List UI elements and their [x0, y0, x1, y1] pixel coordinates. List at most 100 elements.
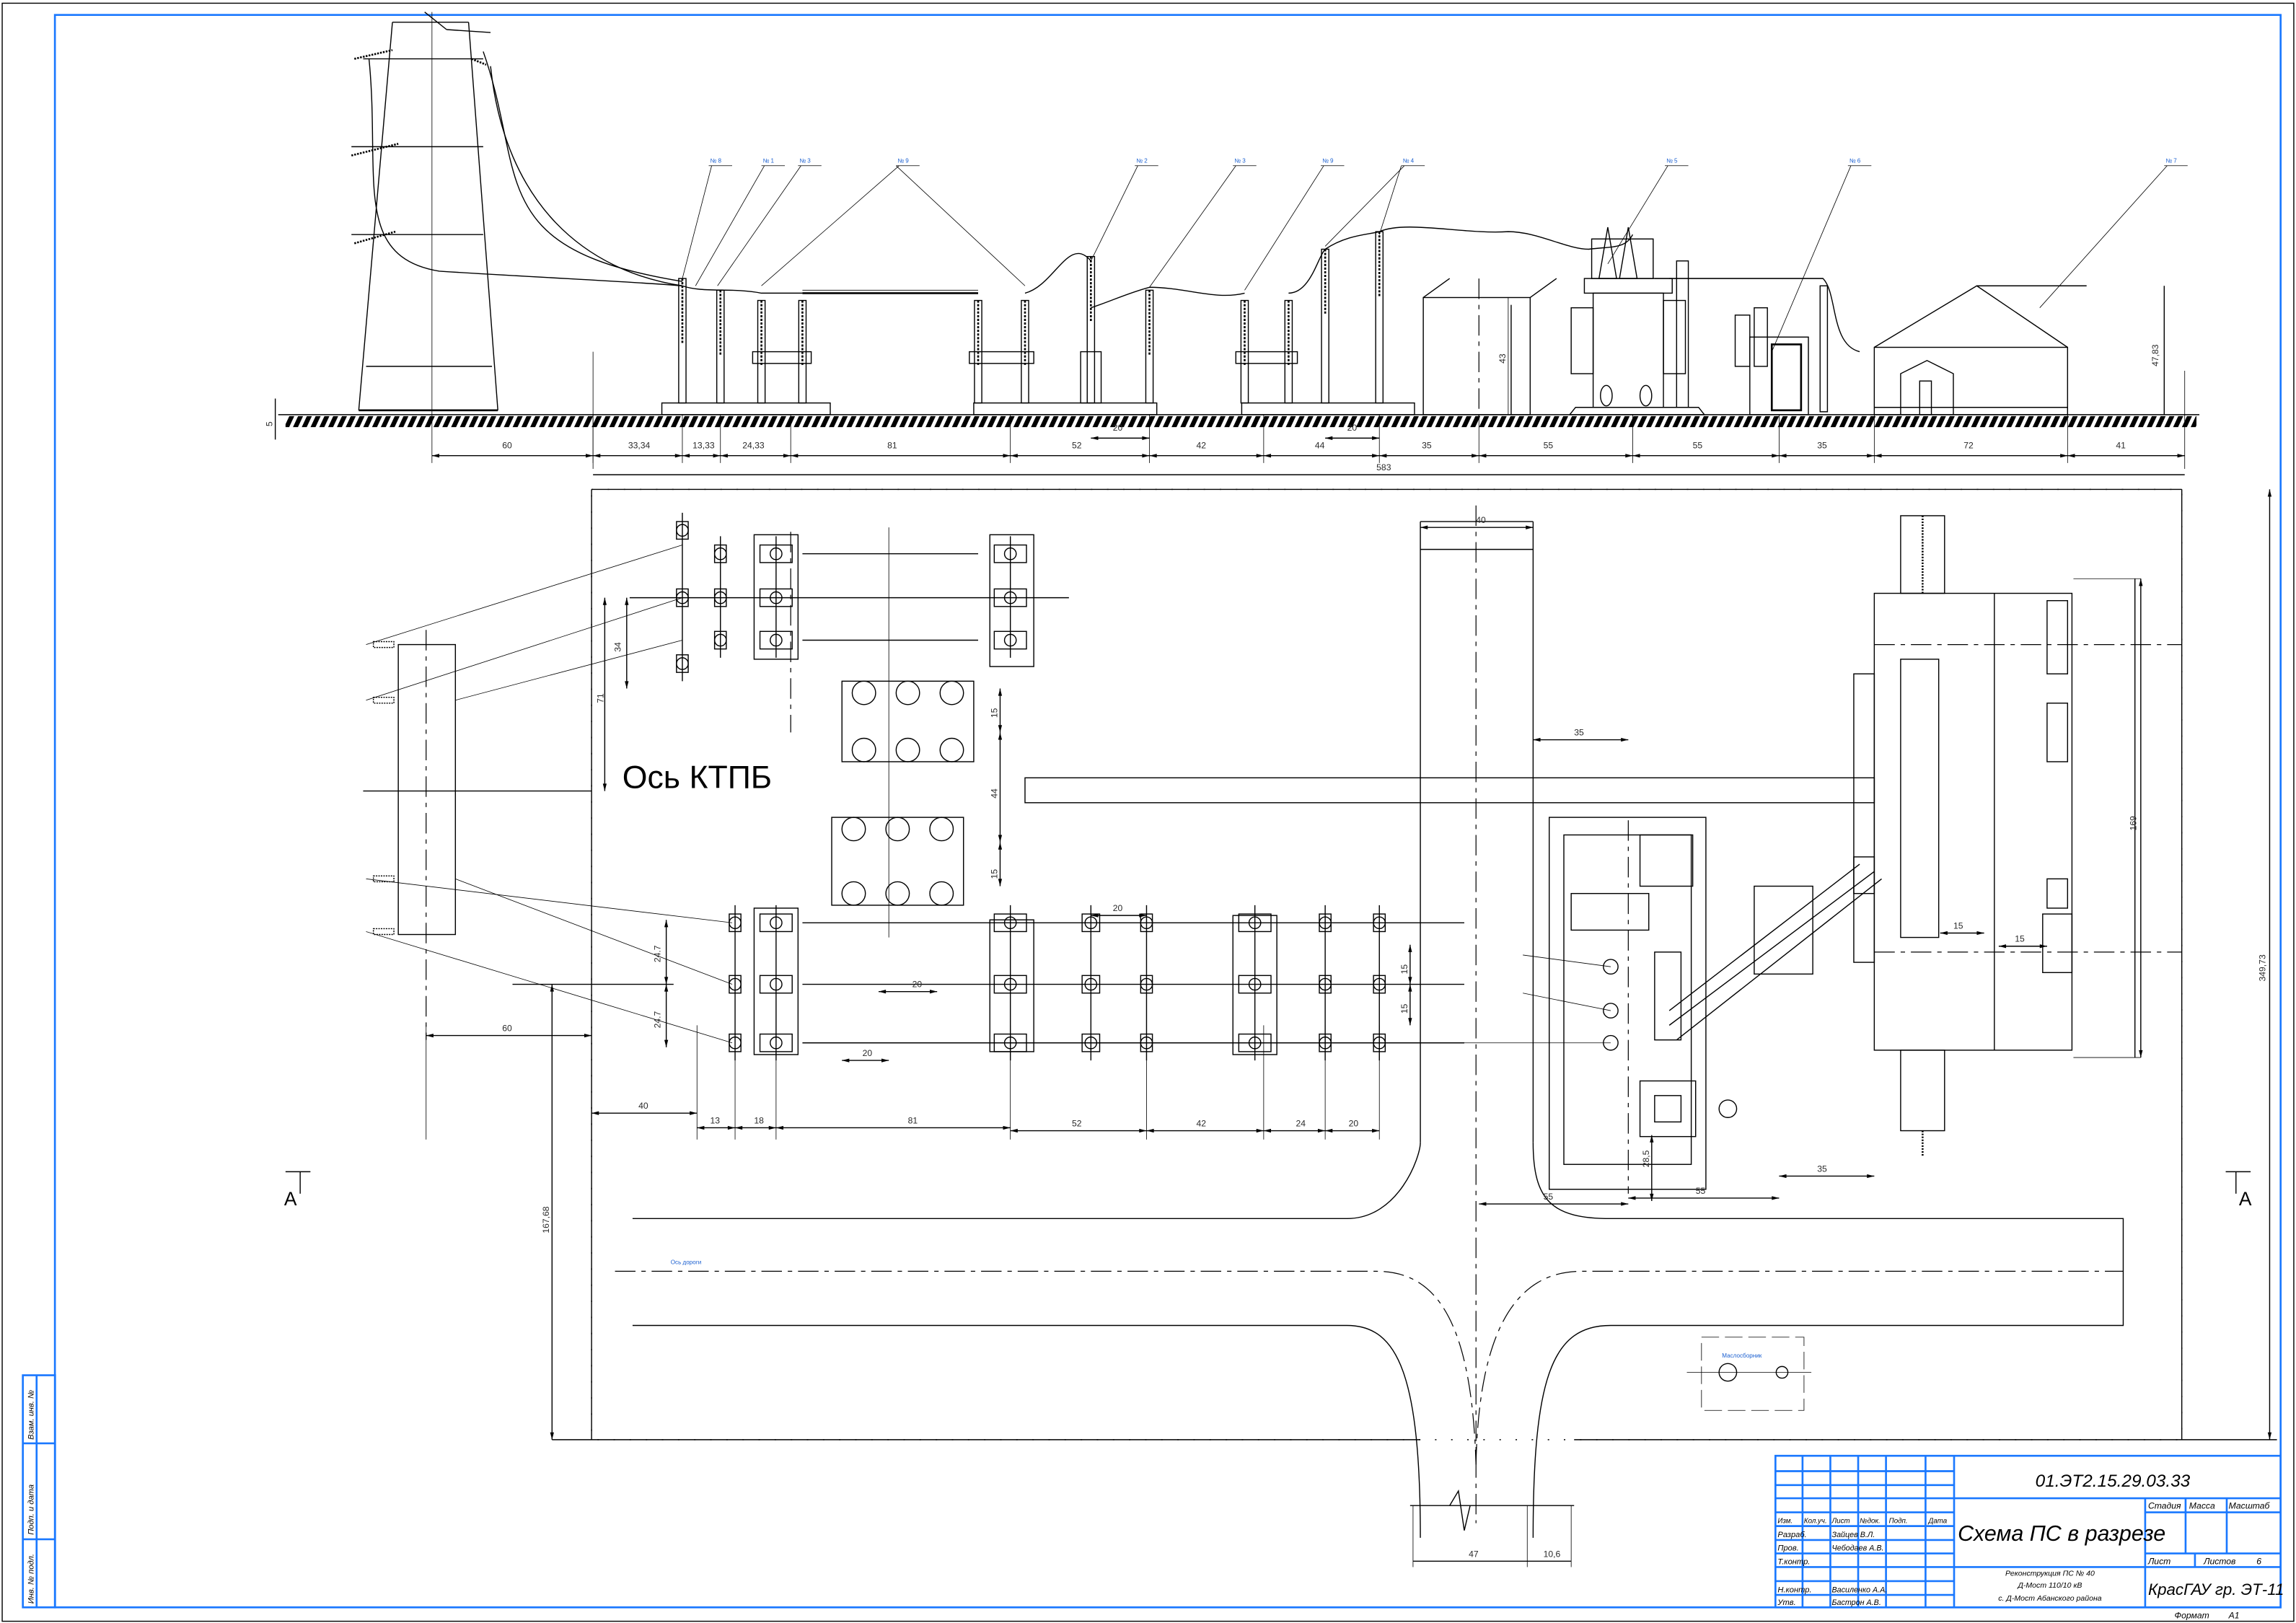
ktpb-plan-part [1024, 777, 1875, 804]
dimension-arrow [1632, 454, 1640, 458]
overhead-conductors-part [1091, 286, 1245, 309]
dimension-arrow [2067, 454, 2075, 458]
overhead-conductors-part [490, 66, 683, 286]
equipment-foundation [1241, 402, 1415, 415]
dimension-arrow [768, 1125, 776, 1130]
project-line: Д-Мост 110/10 кВ [2017, 1581, 2082, 1590]
format-label: Формат [2175, 1611, 2209, 1621]
ground-hatch [285, 415, 2196, 428]
section-letter: А [2239, 1188, 2252, 1210]
dim-label: 44 [1315, 441, 1325, 451]
dimension-arrow [1420, 525, 1428, 529]
transmission-tower-part [447, 29, 491, 33]
title-block-header: Изм. [1777, 1518, 1793, 1526]
dimension-arrow [720, 454, 728, 458]
dim-label: 18 [754, 1115, 764, 1125]
transformer-plan-part [1563, 834, 1692, 1165]
oil-pit: Маслосборник [1686, 1337, 1812, 1411]
hv-equipment [678, 231, 1384, 404]
switchgear-building-plan-part [2046, 878, 2069, 909]
dimension-arrow [1003, 1125, 1011, 1130]
ktpb-plan [1024, 505, 1875, 1523]
dimension-arrow [1372, 436, 1380, 440]
dim-label: 72 [1963, 441, 1974, 451]
title-block-role: Разраб. [1777, 1531, 1806, 1539]
wire [455, 878, 733, 985]
dimension-arrow [930, 990, 938, 994]
callout-leader [1607, 165, 1668, 265]
dimension-arrow [1325, 436, 1333, 440]
callout-leader [1090, 165, 1138, 261]
wire [1523, 993, 1611, 1011]
callout-label: № 8 [711, 158, 722, 164]
power-transformer-part [1619, 226, 1638, 279]
section-mark-left: А [284, 1171, 311, 1210]
control-building-part [1874, 285, 2068, 348]
dimension-arrow [431, 454, 439, 458]
callout-label: № 1 [763, 158, 775, 164]
dim-label: 47 [1469, 1549, 1479, 1559]
power-transformer-part [1639, 384, 1653, 407]
callout-leader [2039, 165, 2168, 308]
callout-leader [1244, 165, 1324, 291]
callout-label: № 3 [1234, 158, 1246, 164]
dim-label: 15 [989, 708, 999, 718]
format-value: А1 [2228, 1611, 2240, 1621]
dimension-arrow [1256, 1128, 1264, 1133]
road-part [615, 1270, 2124, 1465]
oil-pit-label: Маслосборник [1722, 1352, 1761, 1359]
dimension-arrow [1263, 454, 1272, 458]
callout-leader [1771, 165, 1852, 352]
ktpb-building-part [1422, 278, 1451, 299]
dimension-arrow [998, 835, 1003, 843]
dim-label: 71 [595, 693, 605, 703]
dimension-arrow [1139, 913, 1147, 918]
cable-bridge-part [1676, 878, 1882, 1041]
switchgear-building-plan-part [1873, 592, 2073, 1051]
transmission-tower-part [424, 12, 447, 30]
control-building-part [1919, 380, 1932, 415]
dim-label: 35 [1574, 727, 1584, 737]
wire [366, 597, 683, 701]
dimension-arrow [1146, 1128, 1154, 1133]
callout-leader [682, 165, 712, 279]
disconnector-frame [753, 534, 799, 660]
wire [1523, 954, 1611, 967]
dimension-arrow [998, 732, 1003, 740]
dimension-arrow [1408, 984, 1412, 992]
dim-label: 20 [1349, 1118, 1359, 1128]
dim-label: 40 [1476, 515, 1486, 525]
dimension-arrow [625, 681, 629, 689]
dimension-arrow [1010, 454, 1018, 458]
insulator-icon [841, 817, 866, 842]
dimension-arrow [625, 597, 629, 605]
dim-label: 47,83 [2150, 344, 2160, 366]
dimension-arrow [1533, 737, 1541, 742]
dimension-arrow [727, 1125, 736, 1130]
title-block-name: Бастрон А.В. [1831, 1598, 1881, 1607]
dimension-arrow [2039, 944, 2047, 949]
dim-label: 28,5 [1641, 1150, 1651, 1167]
dim-label: 44 [989, 788, 999, 799]
dimension-arrow [1621, 1202, 1629, 1206]
dimension-arrow [998, 879, 1003, 887]
title-block-header: Лист [1831, 1518, 1849, 1526]
control-building-part [1873, 346, 2069, 415]
insulator-icon [372, 696, 395, 704]
transformer-plan-part [1718, 1099, 1738, 1118]
overhead-conductors-part [368, 58, 683, 286]
dim-label: 169 [2129, 816, 2139, 831]
dim-label: 81 [887, 441, 897, 451]
sectional-disconnector [831, 817, 964, 906]
dimension-arrow [1372, 1128, 1380, 1133]
switchgear-building-plan-part [1900, 1050, 1945, 1132]
side-stamp-label: Взам. инв. № [27, 1390, 36, 1440]
dimension-arrow [1479, 1202, 1487, 1206]
wire [455, 640, 683, 701]
insulator-icon [939, 737, 964, 762]
dim-label: 55 [1544, 441, 1554, 451]
control-building-part [1900, 359, 1954, 415]
plan-equipment [629, 512, 1464, 1061]
dim-label: 55 [1693, 441, 1703, 451]
